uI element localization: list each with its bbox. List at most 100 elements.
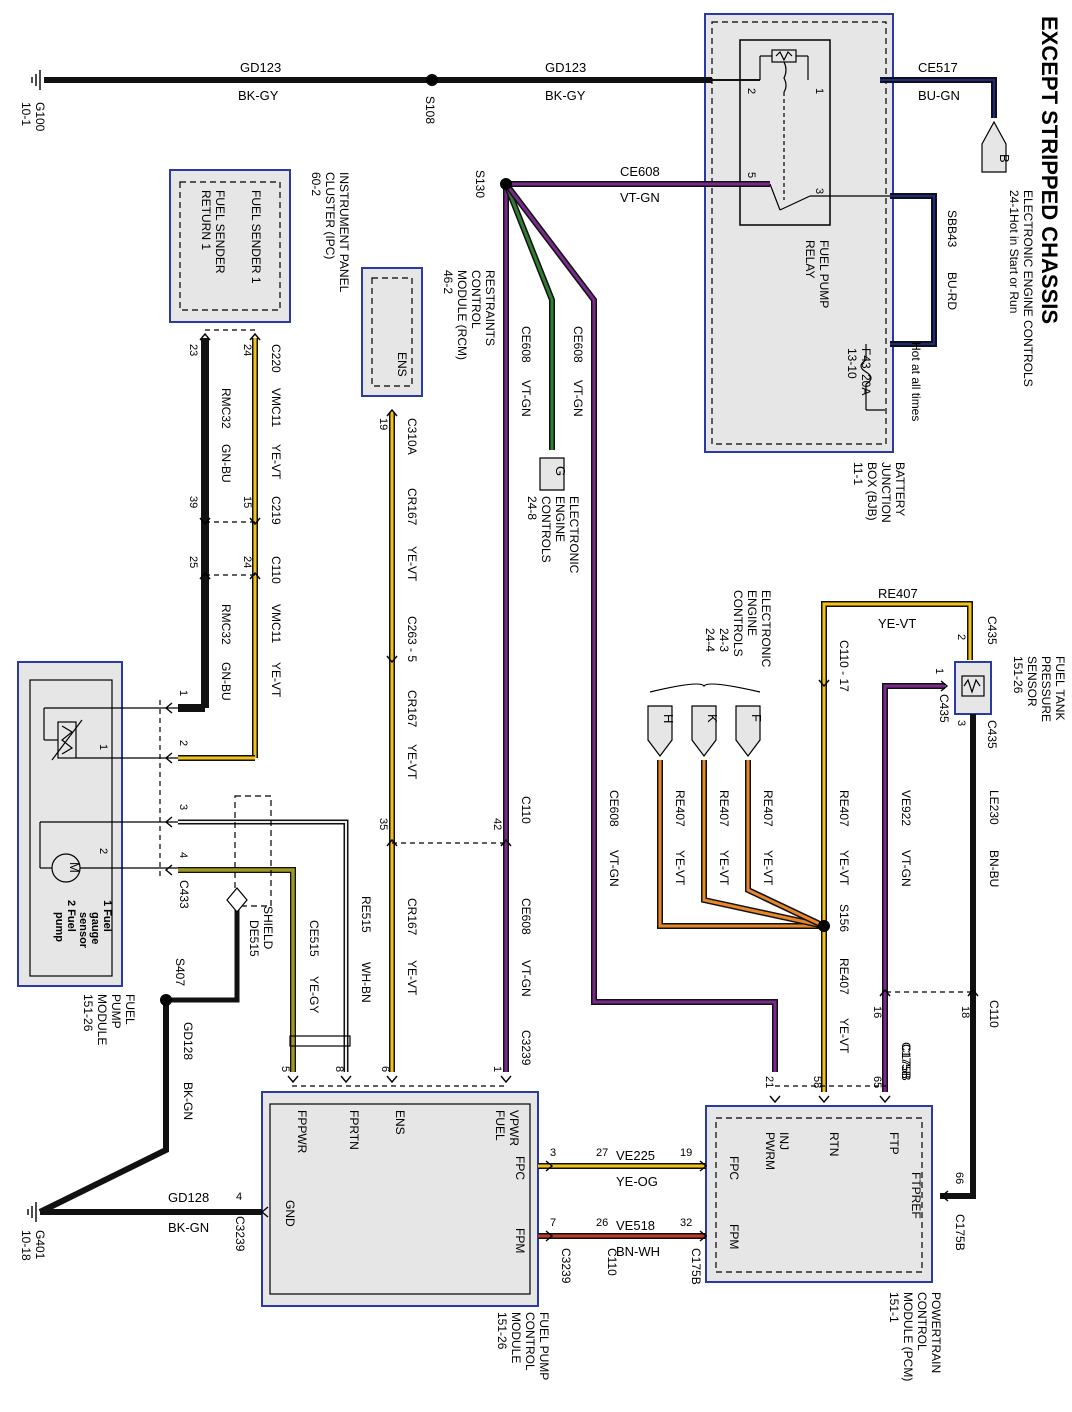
ipc-fuel-sender-return-1: FUEL SENDER	[213, 190, 227, 274]
fpcm-title-2: CONTROL	[523, 1312, 537, 1371]
fpcm-pin-6: 6	[379, 1066, 391, 1072]
fpcm-inner	[269, 1103, 531, 1295]
rcm-title-3: MODULE (RCM)	[455, 270, 469, 360]
pcm-rtn: RTN	[827, 1132, 841, 1156]
c110-fpm: C110	[605, 1248, 619, 1276]
connector-flag-b	[981, 120, 1007, 173]
yevt-a: YE-VT	[269, 444, 283, 480]
ce608-low-circuit: CE608	[519, 898, 533, 935]
c175b-fpm: C175B	[689, 1248, 703, 1285]
gnbu-a: GN-BU	[219, 444, 233, 483]
fuel-gauge-sensor-icon	[43, 707, 178, 761]
s156-label: S156	[837, 904, 851, 932]
ce608-top-color: VT-GN	[620, 190, 660, 205]
flag-h-letter: H	[661, 714, 676, 723]
c110-17-label: C110 - 17	[837, 640, 851, 692]
fuse-label-line1: F43	[859, 348, 873, 369]
splice-s130-dot	[500, 178, 512, 190]
pin-19-rcm: 19	[377, 418, 389, 430]
fpcm-vpwr-1: VPWR	[507, 1110, 521, 1146]
cr167-color-c: YE-VT	[405, 960, 419, 996]
fpm-legend-5: pump	[53, 912, 65, 942]
fpm-pin-3: 3	[177, 804, 189, 810]
fpcm-pin-5: 5	[279, 1066, 291, 1072]
wire-sbb43	[890, 193, 937, 347]
pin-16: 16	[871, 1006, 883, 1018]
wire-de515	[166, 910, 240, 1003]
c219-label: C219	[269, 496, 283, 525]
c110-le230: C110	[987, 1000, 1001, 1028]
bjb-name-3: BOX (BJB)	[865, 462, 879, 521]
rmc32-a: RMC32	[219, 388, 233, 429]
g100-label: G100	[33, 102, 47, 132]
connector-arrows	[164, 332, 979, 1242]
ftps-page: 151-26	[1011, 656, 1025, 694]
ce608-long-color: VT-GN	[607, 850, 621, 887]
yevt-b: YE-VT	[269, 662, 283, 698]
bjb-box	[704, 13, 894, 453]
ve922-circuit: VE922	[899, 790, 913, 826]
pcm-title-1: POWERTRAIN	[929, 1292, 943, 1373]
ece-b-line3: Hot in Start or Run	[1007, 214, 1021, 313]
ece-b-line2: 24-1	[1007, 190, 1021, 214]
c175b-ve922: C175B	[899, 1042, 913, 1079]
vmc11-b: VMC11	[269, 604, 283, 643]
fpcm-title-3: MODULE	[509, 1312, 523, 1363]
rcm-title-1: RESTRAINTS	[483, 270, 497, 346]
bjb-page: 11-1	[851, 462, 865, 485]
pcm-inner-dashed	[715, 1117, 923, 1273]
cr167-color-b: YE-VT	[405, 744, 419, 780]
c220-label: C220	[269, 344, 283, 373]
re407-top-circuit: RE407	[878, 586, 918, 601]
re407-f-color: YE-VT	[761, 850, 775, 886]
relay-pin-5: 5	[745, 172, 757, 178]
relay-pin-1: 1	[813, 88, 825, 94]
pin-25: 25	[187, 556, 199, 568]
flag-b-letter: B	[997, 154, 1012, 163]
re407-mid-color: YE-VT	[837, 850, 851, 886]
pin-39: 39	[187, 496, 199, 508]
s130-label: S130	[473, 170, 487, 198]
wire-gd128	[38, 1000, 169, 1215]
c3239-gnd: C3239	[233, 1216, 247, 1252]
ece-hkf-page1: 24-3	[717, 628, 731, 652]
pin-15: 15	[241, 496, 253, 508]
pin-42: 42	[491, 818, 503, 830]
fuel-pump-relay-box	[739, 39, 831, 226]
ece-b-line1: ELECTRONIC ENGINE CONTROLS	[1021, 190, 1035, 387]
wire-re407-f	[745, 760, 826, 929]
cr167-b: CR167	[405, 690, 419, 728]
ce515-circuit: CE515	[307, 920, 321, 957]
c3239-vpwr: C3239	[519, 1030, 533, 1066]
re515-color: WH-BN	[359, 962, 373, 1003]
ipc-box	[169, 169, 291, 323]
re407-h-circuit: RE407	[673, 790, 687, 827]
pcm-pin-65: 65	[871, 1076, 883, 1088]
gd128-circuit-a: GD128	[181, 1022, 195, 1060]
rcm-inner-dashed	[371, 277, 413, 387]
fuel-pump-motor-icon	[39, 821, 178, 883]
fpm-pin-2: 2	[177, 740, 189, 746]
pcm-c175b-top: C175B	[899, 1044, 913, 1081]
fpcm-vpwr-2: FUEL	[493, 1110, 507, 1141]
connector-flag-f	[735, 705, 761, 757]
fuel-pump-module-box	[17, 661, 123, 987]
gd128-color-b: BK-GN	[168, 1220, 209, 1235]
ve225-color: YE-OG	[616, 1174, 658, 1189]
fpcm-pin-4: 4	[236, 1191, 242, 1203]
pcm-title-3: MODULE (PCM)	[901, 1292, 915, 1381]
g401-page: 10-18	[19, 1230, 33, 1261]
fuel-pump-relay-line1: FUEL PUMP	[817, 240, 831, 308]
ipc-fuel-sender-1: FUEL SENDER 1	[249, 190, 263, 284]
s407-label: S407	[173, 958, 187, 986]
wire-re407-h	[657, 760, 824, 929]
ce517-color: BU-GN	[918, 88, 960, 103]
c110-mid-label: C110	[519, 796, 533, 824]
shield-diamond-icon	[226, 887, 248, 913]
pcm-inj-2: PWRM	[763, 1132, 777, 1170]
relay-pin-3: 3	[813, 188, 825, 194]
flag-k-letter: K	[705, 714, 720, 723]
splice-s407-dot	[160, 994, 172, 1006]
page-title: EXCEPT STRIPPED CHASSIS	[1037, 16, 1062, 324]
bjb-name-1: BATTERY	[893, 462, 907, 516]
